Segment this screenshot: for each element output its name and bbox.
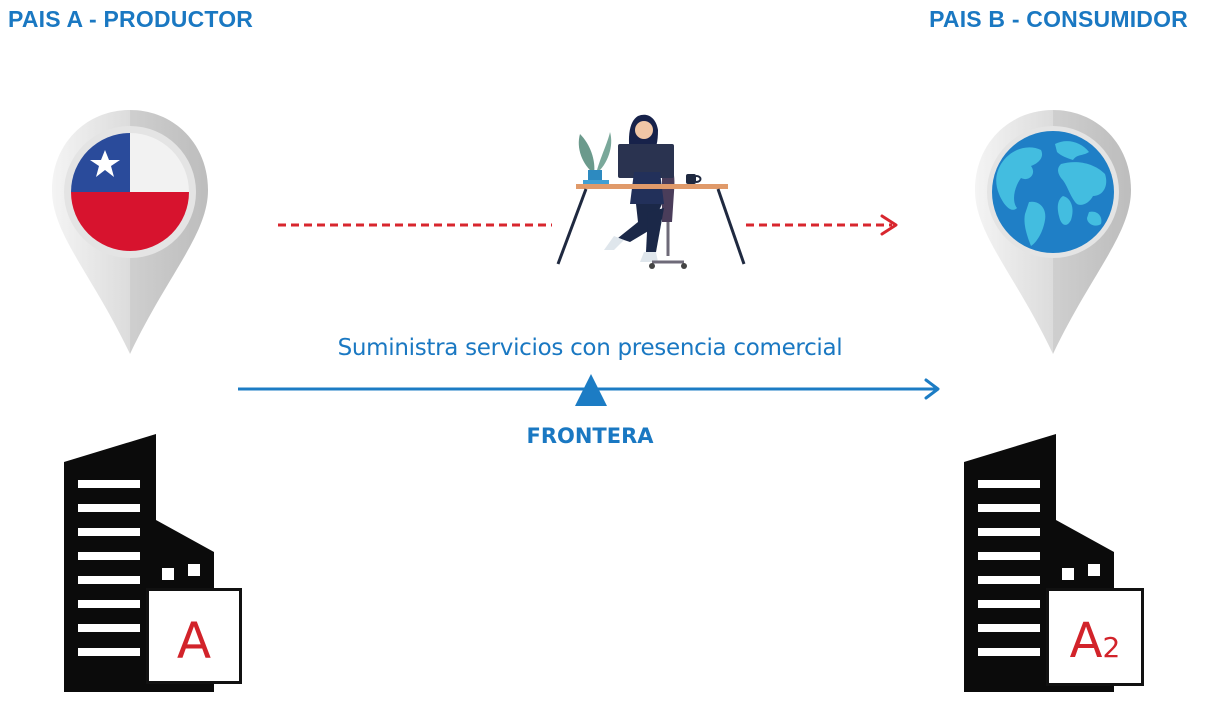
- person-at-desk-icon: [556, 114, 746, 269]
- producer-country-heading: PAIS A - PRODUCTOR: [8, 6, 254, 32]
- producer-badge: A: [146, 588, 242, 684]
- service-flow-dashed-arrow: [278, 214, 898, 236]
- supply-description-label: Suministra servicios con presencia comer…: [337, 335, 843, 361]
- border-crossing-arrow: [238, 374, 940, 406]
- consumer-badge-letter: A: [1069, 613, 1103, 669]
- border-marker-icon: [575, 374, 607, 406]
- globe-pin-icon: [975, 110, 1131, 354]
- consumer-badge: A2: [1046, 588, 1144, 686]
- chile-flag-pin-icon: [52, 110, 208, 354]
- border-label: FRONTERA: [526, 424, 654, 448]
- consumer-badge-subscript: 2: [1102, 631, 1121, 664]
- consumer-country-heading: PAIS B - CONSUMIDOR: [929, 6, 1188, 32]
